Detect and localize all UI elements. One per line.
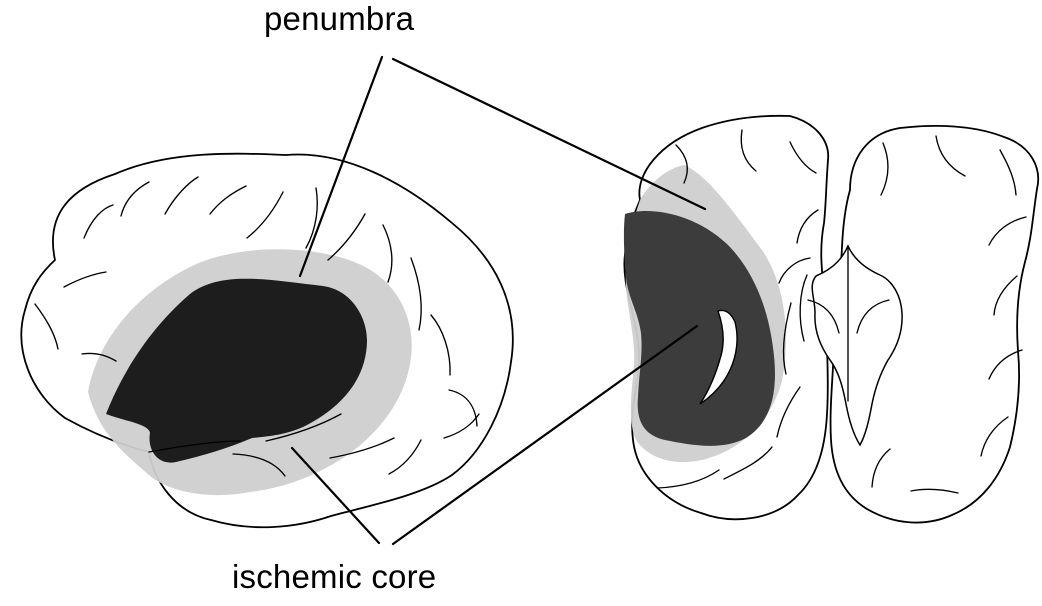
penumbra-label: penumbra: [264, 2, 414, 35]
penumbra-pointer-right: [393, 59, 705, 209]
lateral-brain-view: [21, 154, 512, 528]
ischemic-core-label: ischemic core: [232, 560, 436, 593]
coronal-brain-view: [624, 116, 1038, 523]
